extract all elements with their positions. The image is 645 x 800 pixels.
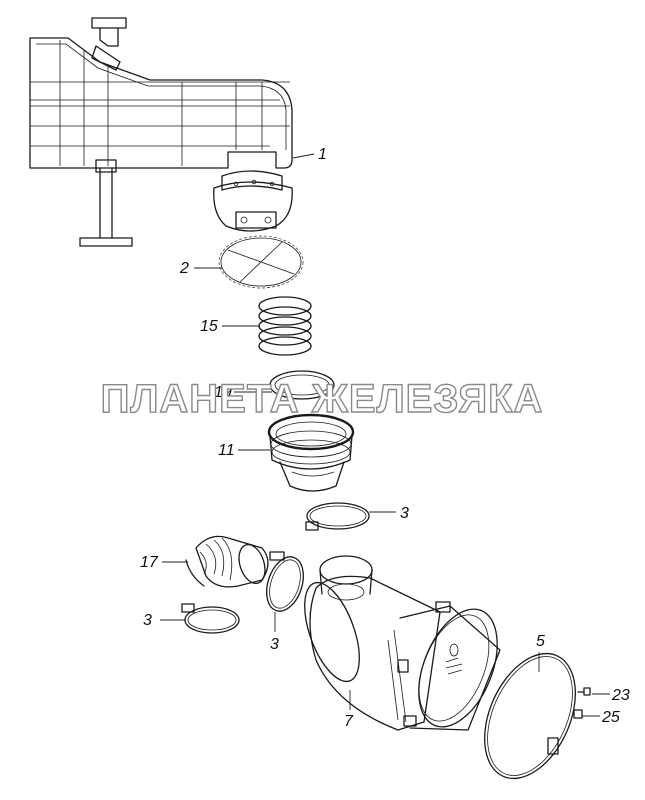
callout-19: 19 — [214, 384, 232, 401]
part-3-hose-clamp-upper — [305, 502, 370, 531]
part-3-hose-clamp-lower — [181, 603, 240, 634]
callout-17: 17 — [140, 554, 159, 571]
part-2-gasket-ring — [218, 235, 304, 289]
callout-3-middle: 3 — [270, 636, 279, 653]
callout-3-upper: 3 — [400, 505, 409, 522]
part-19-seal-ring — [269, 370, 335, 400]
part-23-bolt — [577, 687, 591, 696]
callout-1: 1 — [318, 146, 327, 163]
callout-15: 15 — [200, 318, 218, 335]
part-17-elbow-pipe — [185, 535, 269, 588]
leader-lines — [160, 153, 610, 717]
part-3-hose-clamp-middle — [266, 551, 304, 612]
part-7-air-filter-housing — [304, 555, 501, 731]
callout-25: 25 — [601, 709, 620, 726]
part-11-rubber-bellows — [267, 413, 355, 492]
callout-3-lower: 3 — [143, 612, 152, 629]
part-15-spring — [258, 296, 312, 356]
callout-2: 2 — [179, 260, 189, 277]
callout-11: 11 — [218, 442, 235, 459]
part-1-bracket-assembly — [29, 17, 293, 247]
part-25-nut — [573, 709, 583, 719]
part-5-retaining-band — [484, 652, 576, 780]
callout-7: 7 — [344, 713, 354, 730]
callout-23: 23 — [611, 687, 630, 704]
callout-5: 5 — [536, 633, 545, 650]
watermark: ПЛАНЕТА ЖЕЛЕЗЯКА — [101, 377, 544, 421]
